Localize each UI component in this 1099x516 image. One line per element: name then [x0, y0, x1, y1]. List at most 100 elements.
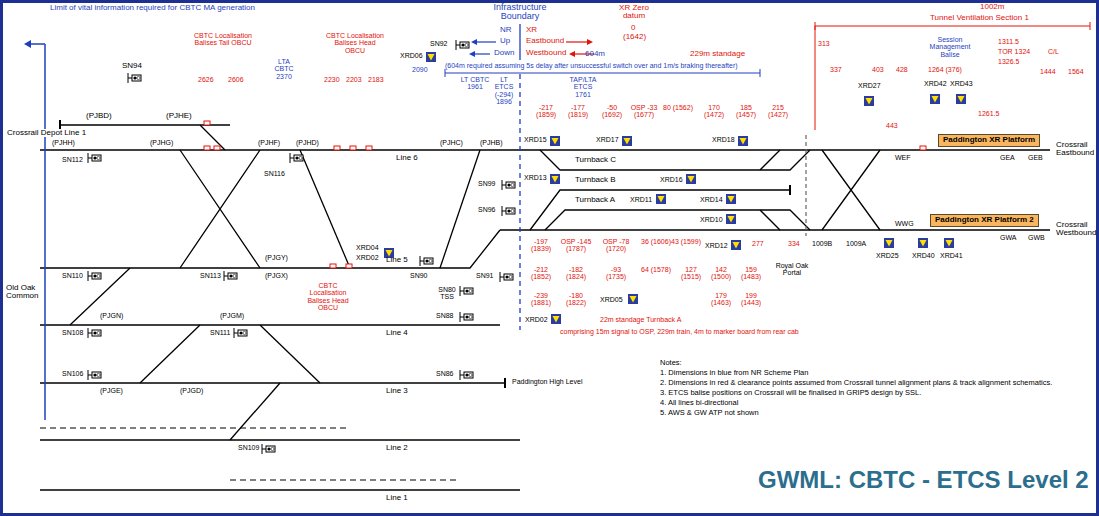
disused-track [230, 479, 460, 480]
infrastructure-boundary [519, 24, 520, 330]
dimension-label: 229m standage [690, 50, 745, 58]
track-label: Line 3 [386, 387, 408, 395]
dimension-label: 2626 [198, 76, 214, 83]
track-label: XRD02 [356, 254, 379, 261]
dimension-label: Infrastructure Boundary [488, 3, 552, 22]
track-label: Crossrail Depot Line 1 [6, 129, 87, 137]
balise [920, 146, 926, 150]
track-label: XRD42 [924, 80, 947, 87]
dimension-label: 1326.5 [998, 58, 1019, 65]
xrd-signal [384, 52, 966, 324]
track-label: (PJBD) [86, 112, 112, 120]
dimension-label: CBTC Localisation Balises Head OBCU [300, 282, 356, 311]
dimension-value: -197 (1839) [525, 238, 557, 253]
track-label: (PJGX) [265, 272, 288, 279]
track-label: 1009B [812, 240, 832, 247]
nr-signal [460, 312, 473, 322]
dimension-value: 127 (1515) [675, 266, 707, 281]
track-label: XRD43 [950, 80, 973, 87]
track-label: Crossrail Eastbound [1056, 141, 1096, 158]
track-label: XRD04 [356, 244, 379, 251]
nr-signal [128, 73, 141, 83]
dimension-value: 159 (1483) [735, 266, 767, 281]
track [440, 150, 480, 268]
dimension-label: LT ETCS (-294) 1896 [490, 76, 518, 105]
track-label: GWB [1028, 234, 1045, 241]
track-label: SN80 TSS [436, 286, 458, 301]
dimension-label: 2606 [228, 76, 244, 83]
track-label: XRD11 [630, 196, 652, 203]
dimension-label: XR [526, 26, 537, 34]
track-label: SN113 [200, 272, 221, 279]
track-label: SN116 [264, 170, 285, 177]
dimension-label: 428 [896, 66, 908, 73]
dimension-label: Tunnel Ventilation Section 1 [930, 14, 1029, 22]
track-label: GEA [1000, 154, 1015, 161]
dimension-label: 1444 [1040, 68, 1056, 75]
dimension-bracket [445, 22, 1090, 130]
xrd-signal [686, 174, 696, 184]
xrd-signal [550, 136, 560, 146]
platform-box: Paddington XR Platform 2 [930, 214, 1039, 227]
track-label: SN106 [62, 370, 83, 377]
xrd-signal [551, 314, 561, 324]
track-label: XRD40 [912, 252, 935, 259]
track-label: Line 4 [386, 329, 408, 337]
xrd-signal [550, 174, 560, 184]
dimension-value: 179 (1463) [705, 292, 737, 307]
track-label: Paddington High Level [512, 378, 582, 385]
track-label: (PJGN) [100, 312, 123, 319]
balise [330, 264, 336, 268]
track [822, 150, 880, 230]
xrd-signal [656, 194, 666, 204]
track [40, 125, 1050, 490]
direction-arrow [471, 39, 477, 45]
dimension-value: 64 (1578) [640, 266, 672, 273]
track-label: XRD27 [858, 82, 881, 89]
track-label: SN92 [430, 40, 448, 47]
balise [366, 146, 372, 150]
dimension-label: Limit of vital information required for … [50, 4, 142, 12]
balise [204, 121, 926, 268]
dimension-label: 443 [886, 122, 898, 129]
track-label: Line 5 [386, 256, 408, 264]
dimension-value: -177 (1819) [562, 104, 594, 119]
track-label: Turnback A [575, 196, 615, 204]
dimension-label: (604m required assuming 5s delay after u… [445, 62, 738, 69]
direction-arrow [569, 51, 575, 57]
direction-arrow [474, 53, 490, 54]
dimension-label: 2203 [346, 76, 362, 83]
dimension-label: 2230 [324, 76, 340, 83]
track [40, 230, 500, 268]
track-label: XRD10 [700, 216, 723, 223]
track-label: XRD05 [600, 296, 623, 303]
nr-signal [420, 256, 433, 266]
xrd-signal [726, 194, 736, 204]
track [545, 210, 810, 230]
nr-signal [460, 286, 473, 296]
dimension-label: LTA CBTC 2370 [268, 58, 300, 80]
track-label: XRD02 [525, 316, 548, 323]
balise [350, 146, 356, 150]
track [40, 149, 1050, 150]
balise [214, 146, 220, 150]
nr-signal [502, 180, 515, 190]
nr-signal [88, 370, 101, 380]
track-label: Royal Oak Portal [772, 262, 812, 277]
balise [204, 121, 210, 125]
dimension-label: 22m standage Turnback A [600, 316, 681, 323]
note-text: 2. Dimensions in red & clearance points … [660, 378, 1090, 387]
track-label: XRD25 [876, 252, 899, 259]
dimension-bracket [815, 22, 1090, 30]
track [540, 150, 810, 170]
dimension-value: 36 (1606) [640, 238, 672, 245]
track-label: (PJHF) [258, 139, 280, 146]
track-label: SN111 [210, 329, 230, 336]
xrd-signal [426, 52, 436, 62]
dimension-value: -182 (1824) [560, 266, 592, 281]
notes-block: Notes:1. Dimensions in blue from NR Sche… [660, 358, 1090, 418]
xrd-signal [726, 214, 736, 224]
platform-name: Paddington XR Platform 2 [935, 216, 1034, 225]
track-label: WEF [895, 154, 911, 161]
